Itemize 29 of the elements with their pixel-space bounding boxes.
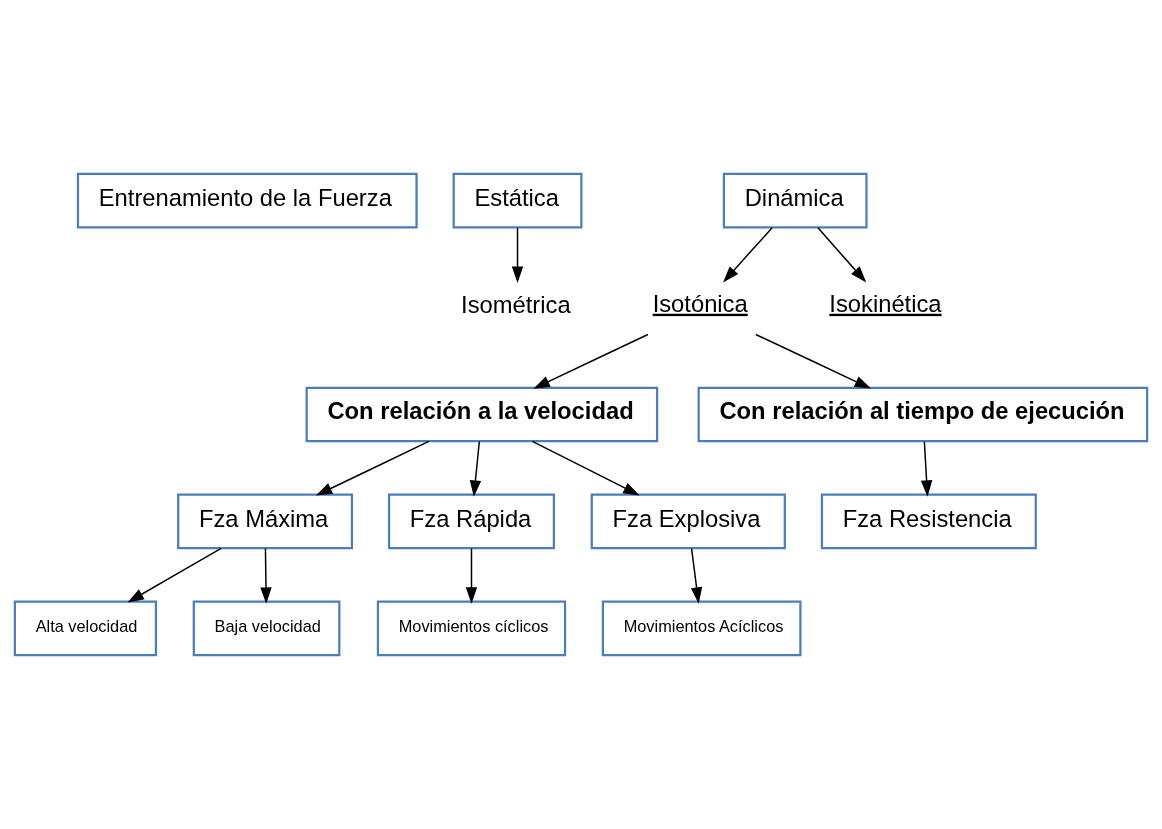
node-box: Dinámica bbox=[722, 172, 868, 229]
arrow bbox=[531, 440, 640, 496]
arrow bbox=[469, 440, 482, 497]
node-box: Estática bbox=[452, 172, 583, 229]
arrow bbox=[127, 547, 222, 603]
arrow bbox=[755, 333, 871, 389]
arrow bbox=[817, 227, 867, 283]
arrow bbox=[315, 440, 430, 496]
node-box: Fza Resistencia bbox=[820, 493, 1037, 550]
arrow bbox=[511, 227, 524, 283]
arrow bbox=[690, 547, 703, 604]
node-box: Con relación a la velocidad bbox=[305, 386, 659, 443]
arrow bbox=[465, 547, 478, 604]
node-box: Entrenamiento de la Fuerza bbox=[76, 172, 418, 229]
node-box: Movimientos cíclicos bbox=[376, 600, 567, 657]
node-box: Movimientos Acíclicos bbox=[601, 600, 802, 657]
node-box: Fza Explosiva bbox=[590, 493, 786, 550]
node-box: Baja velocidad bbox=[192, 600, 341, 657]
arrow bbox=[533, 333, 649, 389]
node-text: Isotónica bbox=[652, 289, 748, 317]
arrow bbox=[723, 227, 773, 283]
node-box: Fza Rápida bbox=[387, 493, 555, 550]
arrow bbox=[260, 547, 272, 604]
node-box: Con relación al tiempo de ejecución bbox=[697, 386, 1149, 443]
node-box: Fza Máxima bbox=[177, 493, 354, 550]
arrow bbox=[920, 440, 933, 497]
node-box: Alta velocidad bbox=[13, 600, 158, 657]
node-text: Isokinética bbox=[829, 289, 942, 317]
node-text: Isométrica bbox=[461, 291, 571, 319]
